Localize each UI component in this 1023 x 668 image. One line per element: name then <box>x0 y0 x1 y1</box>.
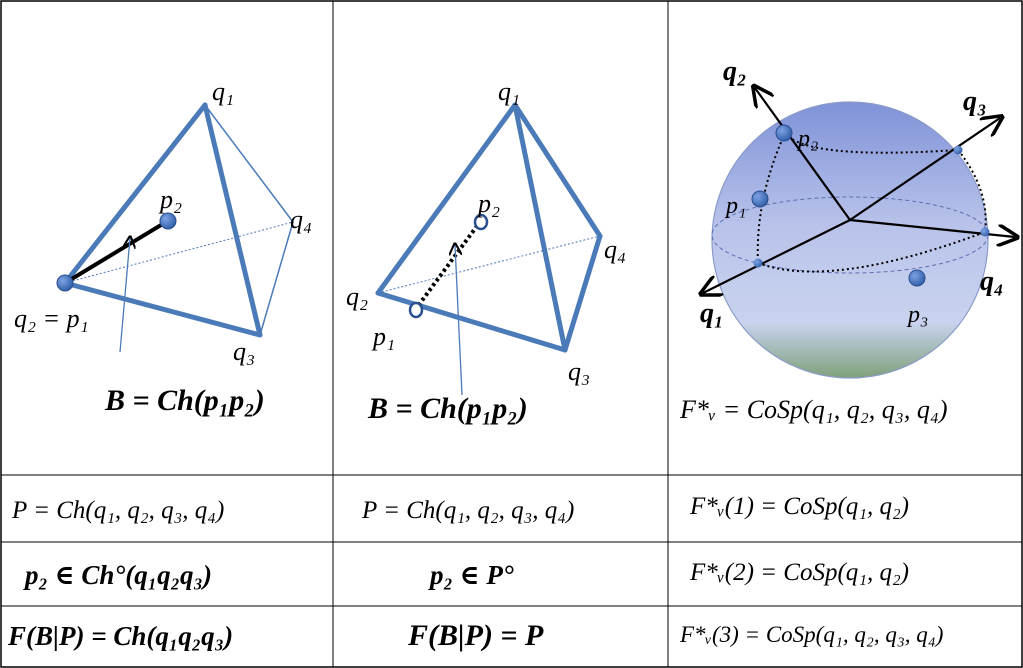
label-q4-mid: q₄ <box>604 235 626 264</box>
cell-r3-c2: F(B|P) = P <box>407 619 544 652</box>
caption-left: B = Ch(p₁p₂) <box>104 384 265 417</box>
point-p2-open <box>473 213 489 231</box>
left-tetrahedron <box>56 102 294 353</box>
label-q3-mid: q₃ <box>568 357 590 386</box>
label-q3-right: q₃ <box>963 86 987 117</box>
label-q2-eq-p1: q₂ = p₁ <box>14 304 89 333</box>
table-row: p₂ ∈ Ch°(q₁q₂q₃) p₂ ∈ P° F*ᵥ(2) = CoSp(q… <box>23 559 909 590</box>
label-q4-left: q₄ <box>290 205 312 234</box>
table-row: F(B|P) = Ch(q₁q₂q₃) F(B|P) = P F*ᵥ(3) = … <box>7 619 943 652</box>
label-p2-right: p₂ <box>796 126 818 152</box>
cell-r2-c3: F*ᵥ(2) = CoSp(q₁, q₂) <box>689 559 909 586</box>
label-p1-right: p₁ <box>724 193 746 219</box>
label-q2-mid: q₂ <box>346 282 368 311</box>
point-p2-sphere <box>775 124 793 142</box>
caption-right: F*ᵥ = CoSp(q₁, q₂, q₃, q₄) <box>679 395 948 424</box>
table-row: P = Ch(q₁, q₂, q₃, q₄) P = Ch(q₁, q₂, q₃… <box>11 493 909 524</box>
cell-r1-c1: P = Ch(q₁, q₂, q₃, q₄) <box>11 497 224 524</box>
label-q1-right: q₁ <box>700 298 724 329</box>
cell-r3-c1: F(B|P) = Ch(q₁q₂q₃) <box>7 621 233 651</box>
cell-r2-c2: p₂ ∈ P° <box>428 560 514 590</box>
label-q1-left: q₁ <box>212 77 234 106</box>
label-q1-mid: q₁ <box>498 77 520 106</box>
label-q2-right: q₂ <box>723 56 747 87</box>
label-q3-left: q₃ <box>233 337 255 366</box>
cell-r2-c1: p₂ ∈ Ch°(q₁q₂q₃) <box>23 560 212 590</box>
label-p2-left: p₂ <box>158 185 182 214</box>
sphere <box>711 101 989 379</box>
point-q2-p1 <box>56 274 74 292</box>
label-p3-right: p₃ <box>906 302 928 328</box>
cell-r3-c3: F*ᵥ(3) = CoSp(q₁, q₂, q₃, q₄) <box>679 622 943 647</box>
point-p1-open <box>408 301 424 319</box>
caption-middle: B = Ch(p₁p₂) <box>367 392 528 425</box>
right-sphere-diagram <box>703 88 1015 379</box>
cell-r1-c2: P = Ch(q₁, q₂, q₃, q₄) <box>361 497 574 524</box>
label-p1-mid: p₁ <box>371 322 395 351</box>
point-p3-sphere <box>908 269 926 287</box>
point-p1-sphere <box>751 190 769 208</box>
point-p2 <box>159 212 177 230</box>
label-q4-right: q₄ <box>980 266 1004 297</box>
label-p2-mid: p₂ <box>476 189 500 218</box>
middle-tetrahedron <box>375 102 603 396</box>
cell-r1-c3: F*ᵥ(1) = CoSp(q₁, q₂) <box>689 493 909 520</box>
